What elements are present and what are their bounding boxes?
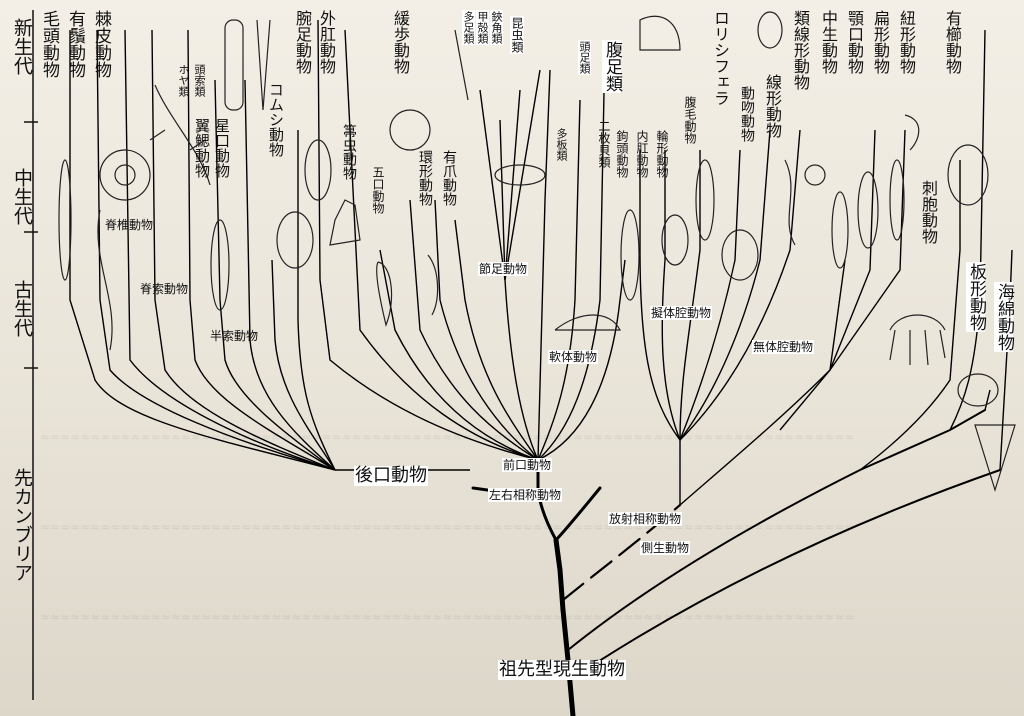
group-label-parazoa: 側生動物 xyxy=(640,541,691,555)
phylum-label: 外肛動物 xyxy=(317,10,336,74)
era-axis xyxy=(24,10,38,700)
phylum-label: 腕足動物 xyxy=(293,10,312,74)
phylum-label: 環形動物 xyxy=(417,150,433,206)
group-label-deuterostomia: 後口動物 xyxy=(354,465,428,486)
sea-urchin-illustration xyxy=(99,149,151,201)
group-label-pseudocoelomata: 擬体腔動物 xyxy=(650,306,713,320)
group-label-hemichordata: 半索動物 xyxy=(210,329,259,343)
group-label-bilateria: 左右相称動物 xyxy=(488,488,563,502)
phylum-label: 内肛動物 xyxy=(635,130,649,178)
rotifer-illustration xyxy=(661,214,689,266)
octopus-illustration xyxy=(639,15,681,51)
phylum-label: 毛頭動物 xyxy=(39,10,59,78)
era-label-precambrian: 先カンブリア xyxy=(11,468,33,582)
phylum-label: 昆虫類 xyxy=(510,16,524,54)
ascidian-illustration xyxy=(224,19,244,111)
lancelet-illustration xyxy=(256,19,271,111)
loriciferan-illustration xyxy=(721,229,759,281)
phylum-label: 棘皮動物 xyxy=(91,10,111,78)
insect-illustration xyxy=(494,164,546,186)
bleed-through-text: ≈≈≈≈≈≈≈≈≈≈≈≈≈≈≈≈≈≈≈≈≈≈≈≈≈≈≈≈≈≈≈≈≈≈≈≈≈≈≈≈… xyxy=(40,610,855,624)
phylum-label: 中生動物 xyxy=(819,10,838,74)
jellyfish-illustration xyxy=(889,314,946,366)
protostome-branches xyxy=(317,19,626,461)
phylum-label: 頭足類 xyxy=(578,40,591,75)
gnathostomulid-illustration xyxy=(857,171,879,249)
sponge-illustration xyxy=(974,424,1016,493)
brachiopod-illustration xyxy=(304,139,332,201)
phylum-label: ホヤ類 xyxy=(177,64,190,97)
phylum-label: 頭索類 xyxy=(193,64,206,97)
organism-illustrations xyxy=(58,11,1016,493)
phylum-label: 多板類 xyxy=(555,128,568,161)
pseudocoelomate-branches xyxy=(639,129,961,506)
group-label-arthropoda: 節足動物 xyxy=(478,262,529,276)
phylum-label: 輪形動物 xyxy=(655,130,669,178)
group-label-protostomia: 前口動物 xyxy=(502,458,553,472)
era-label-paleozoic: 古生代 xyxy=(11,280,33,337)
phylum-label: 翼鰓動物 xyxy=(193,118,211,178)
phylum-label: 線形動物 xyxy=(763,74,782,138)
nemertean-illustration xyxy=(889,159,905,241)
bryozoan-illustration xyxy=(329,199,361,246)
phylum-label: 動吻動物 xyxy=(739,86,755,142)
phylum-label: 顎口動物 xyxy=(845,10,864,74)
phylum-label: 有鬚動物 xyxy=(65,10,85,78)
phylum-label: 刺胞動物 xyxy=(919,180,938,244)
snail-illustration xyxy=(554,314,621,331)
comb-jelly-illustration xyxy=(947,144,989,206)
acorn-worm-illustration xyxy=(210,219,230,311)
phylum-label: 板形動物 xyxy=(966,262,986,332)
deuterostome-branches xyxy=(69,29,470,471)
kinorhynch-illustration xyxy=(757,11,783,49)
group-label-ancestor: 祖先型現生動物 xyxy=(498,659,626,680)
phylum-label: 五口動物 xyxy=(371,166,385,214)
planarian-illustration xyxy=(904,114,920,151)
gastrotrich-illustration xyxy=(695,159,715,241)
nematode-illustration xyxy=(784,159,796,246)
phylum-label: 箒虫動物 xyxy=(341,124,357,180)
phylum-label: 緩歩動物 xyxy=(391,10,410,74)
era-label-mesozoic: 中生代 xyxy=(11,168,33,225)
phylum-label: ロリシフェラ xyxy=(711,10,730,106)
tardigrade-illustration xyxy=(389,109,431,151)
era-label-cenozoic: 新生代 xyxy=(11,18,33,75)
placozoan-illustration xyxy=(957,373,999,407)
polychaete-illustration xyxy=(427,254,439,316)
acanthocephalan-illustration xyxy=(620,209,640,301)
group-label-acoelomata: 無体腔動物 xyxy=(752,340,815,354)
salamander-illustration xyxy=(149,84,211,186)
phylum-label: 有櫛動物 xyxy=(943,10,962,74)
phylum-label: 扁形動物 xyxy=(871,10,890,74)
group-label-vertebrata: 脊椎動物 xyxy=(105,218,154,232)
phylum-label: 鉤頭動物 xyxy=(615,130,629,178)
phylum-label: 鋏角類 xyxy=(490,10,503,45)
phylum-label: 腹足類 xyxy=(602,40,622,93)
phylum-label: 紐形動物 xyxy=(897,10,916,74)
beard-worm-illustration xyxy=(97,209,113,351)
sipunculid-illustration xyxy=(276,211,314,269)
phylum-label: 星口動物 xyxy=(213,118,231,178)
group-label-chordata: 脊索動物 xyxy=(140,282,189,296)
phylum-label: 二枚貝類 xyxy=(597,120,611,168)
phylum-label: 甲殻類 xyxy=(476,10,489,45)
phylum-label: 有爪動物 xyxy=(441,150,457,206)
mesozoan-illustration xyxy=(804,164,826,186)
group-label-mollusca: 軟体動物 xyxy=(548,350,599,364)
phylum-label: 類線形動物 xyxy=(791,10,810,90)
flatworm-illustration xyxy=(831,191,849,269)
phylum-label: コムシ動物 xyxy=(267,82,285,157)
group-label-radiata: 放射相称動物 xyxy=(608,512,683,526)
phylum-label: 海綿動物 xyxy=(994,282,1014,352)
phylum-label: 腹毛動物 xyxy=(683,96,697,144)
millipede-illustration xyxy=(454,29,469,101)
phylum-label: 多足類 xyxy=(462,10,475,45)
pentastomid-illustration xyxy=(376,261,393,327)
arrow-worm-illustration xyxy=(58,159,72,281)
